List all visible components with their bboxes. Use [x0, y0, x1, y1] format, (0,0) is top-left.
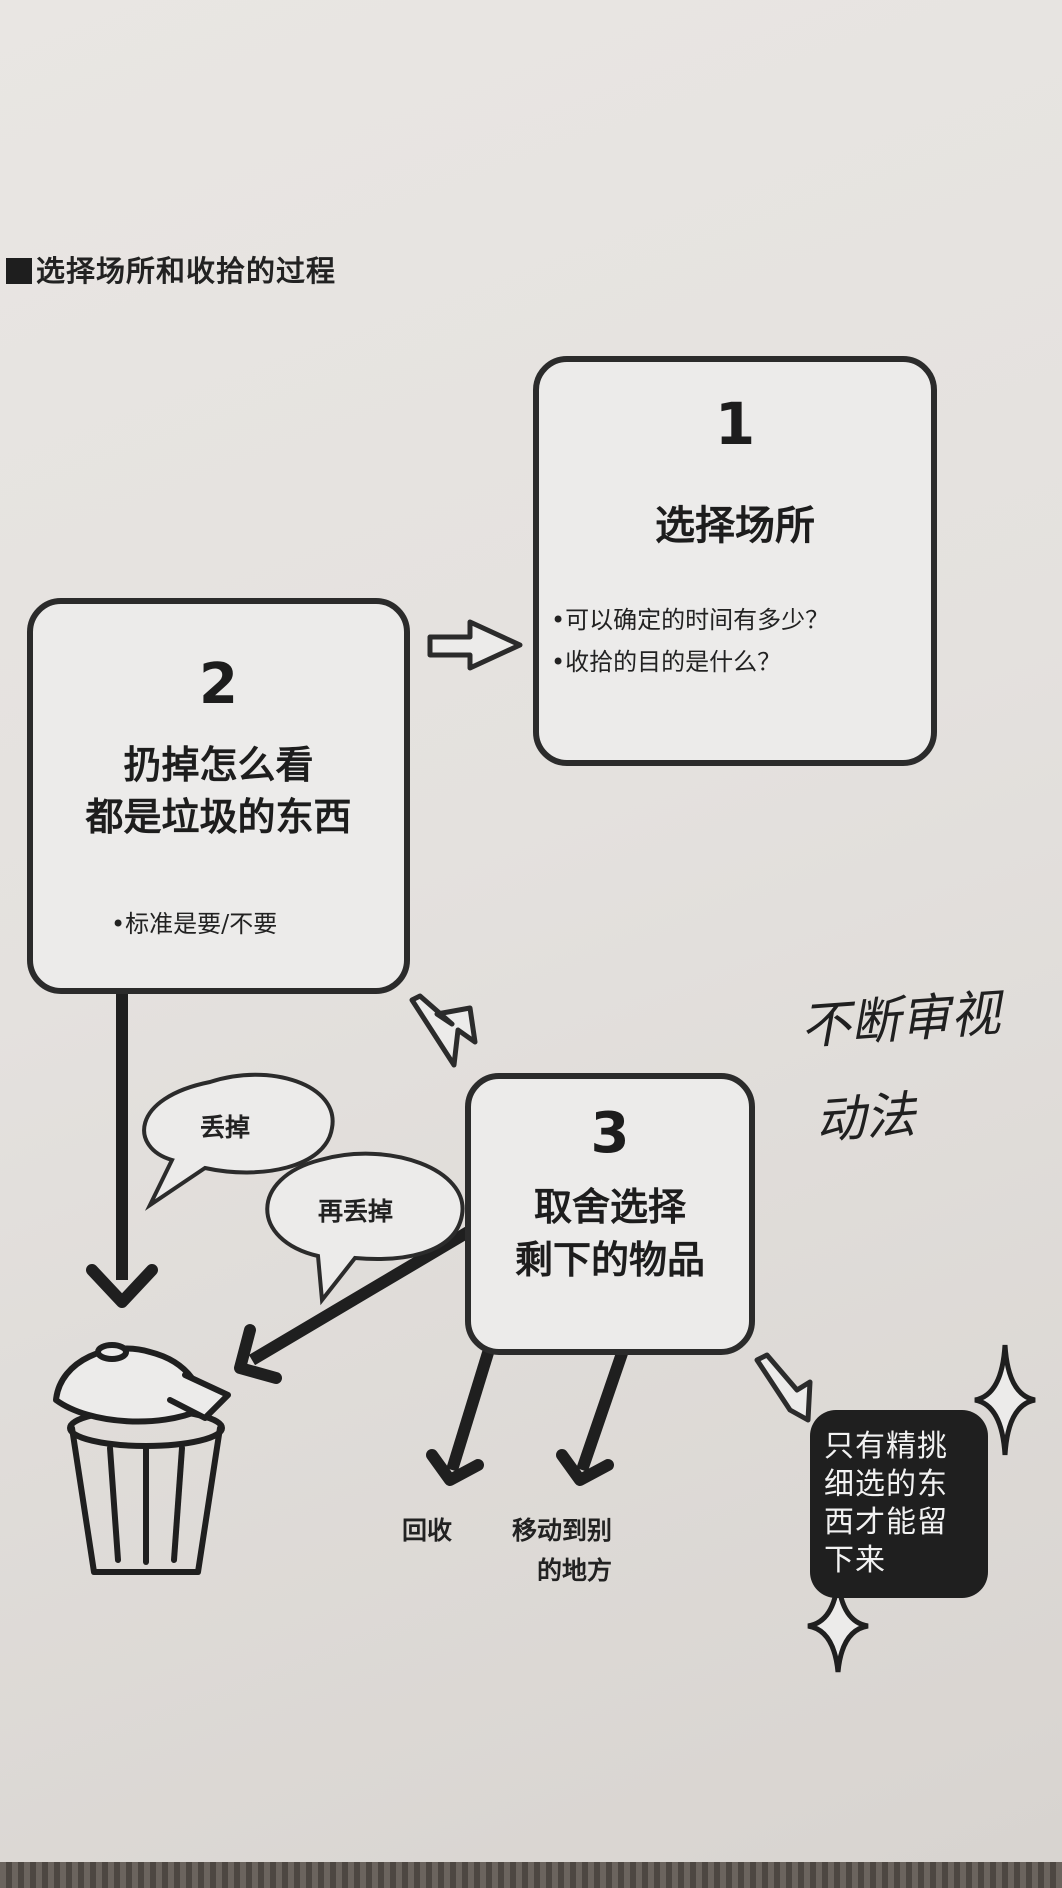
section-heading: 选择场所和收拾的过程 [6, 248, 336, 290]
step-2-number: 2 [199, 652, 238, 717]
destination-move-line-1: 移动到别 [512, 1516, 613, 1545]
step-1-bullet-2: •收拾的目的是什么？ [551, 648, 782, 676]
step-2-title-line-2: 都是垃圾的东西 [85, 795, 352, 839]
sparkle-icon-2 [807, 1579, 869, 1673]
hollow-arrow-down-right-icon [409, 993, 478, 1068]
note-line-2: 细选的东 [824, 1467, 948, 1502]
hollow-arrow-left-icon [427, 619, 523, 671]
step-1-bullet-1: •可以确定的时间有多少？ [551, 606, 830, 634]
bubble-text-discard: 丢掉 [200, 1113, 251, 1142]
step-3-title-line-1: 取舍选择 [533, 1185, 686, 1229]
step-1-number: 1 [714, 390, 756, 458]
step-2-bullet-1: •标准是要/不要 [111, 910, 278, 938]
note-line-1: 只有精挑 [824, 1429, 948, 1464]
speech-bubble-1 [142, 1072, 335, 1211]
result-note: 只有精挑 细选的东 西才能留 下来 [810, 1410, 988, 1598]
speech-bubble-2 [265, 1151, 465, 1306]
thick-arrow-to-trash-icon [234, 1324, 282, 1384]
trash-can-icon [53, 1342, 231, 1575]
note-line-3: 西才能留 [824, 1505, 948, 1540]
sparkle-icon [974, 1344, 1036, 1456]
step-1-box: 1 选择场所 •可以确定的时间有多少？ •收拾的目的是什么？ [533, 356, 937, 766]
step-1-title: 选择场所 [655, 503, 815, 549]
arrow-move-icon [556, 1449, 614, 1486]
step-2-box: 2 扔掉怎么看 都是垃圾的东西 •标准是要/不要 [27, 598, 410, 994]
handwritten-note-line-1: 不断审视 [798, 984, 1003, 1056]
destination-recycle: 回收 [402, 1516, 453, 1545]
arrow-recycle-icon [426, 1449, 484, 1486]
heading-text: 选择场所和收拾的过程 [36, 254, 337, 288]
step-3-title-line-2: 剩下的物品 [514, 1238, 705, 1282]
hollow-arrow-to-note-icon [754, 1352, 813, 1423]
step-2-title-line-1: 扔掉怎么看 [123, 743, 314, 787]
destination-move-line-2: 的地方 [537, 1556, 613, 1585]
thick-arrow-down-icon [86, 1264, 158, 1308]
square-bullet-icon [6, 258, 32, 284]
handwritten-note-line-2: 动法 [813, 1085, 918, 1151]
background-carpet [0, 1862, 1062, 1888]
bubble-text-discard-again: 再丢掉 [318, 1197, 394, 1226]
step-3-box: 3 取舍选择 剩下的物品 [465, 1073, 755, 1355]
step-3-number: 3 [590, 1101, 630, 1166]
note-line-4: 下来 [824, 1543, 886, 1578]
